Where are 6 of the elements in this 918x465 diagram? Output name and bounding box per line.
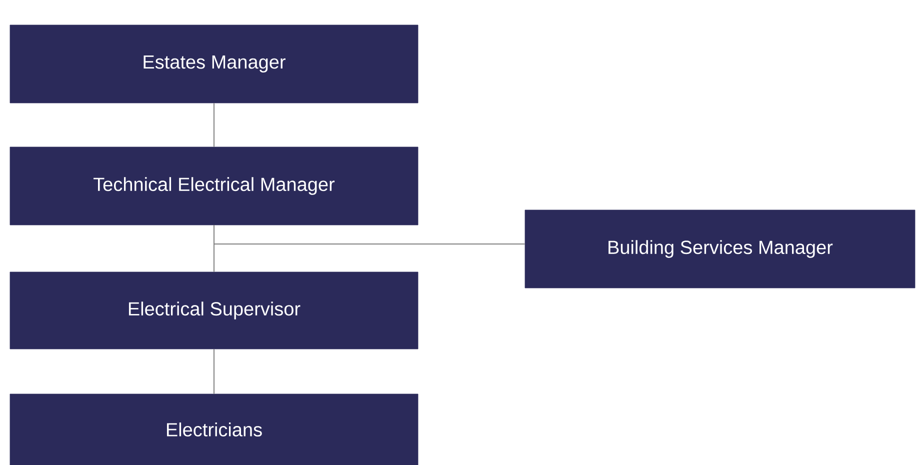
org-box: Electrical Supervisor: [10, 272, 418, 350]
org-box: Technical Electrical Manager: [10, 146, 418, 226]
org-box: Electricians: [10, 394, 418, 465]
org-box: Estates Manager: [10, 24, 418, 104]
org-box: Building Services Manager: [524, 210, 916, 288]
connector-line: [214, 224, 526, 244]
